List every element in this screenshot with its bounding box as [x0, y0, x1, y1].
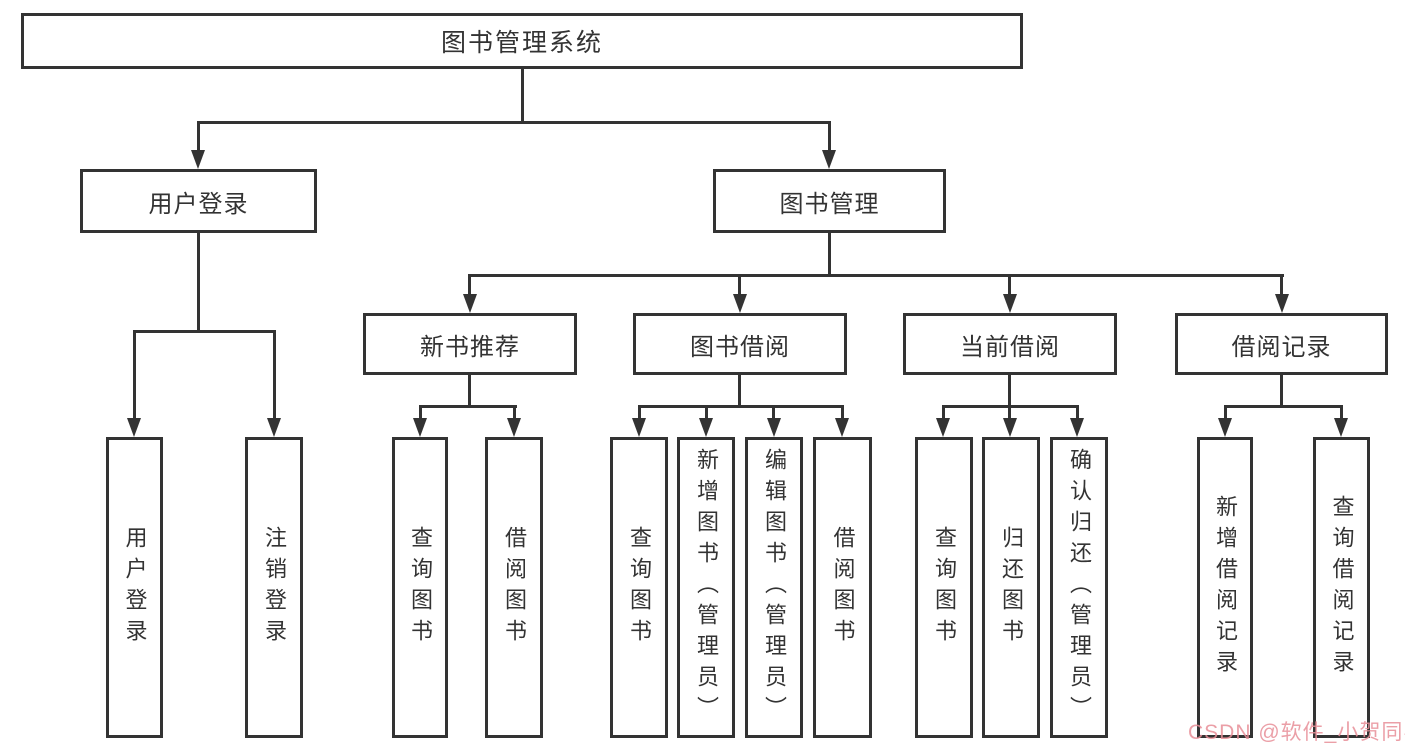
connector-stub: [513, 405, 516, 420]
leaf-label: 查询借阅记录: [1329, 494, 1355, 681]
arrow-down-icon: [413, 418, 427, 437]
arrow-down-icon: [1218, 418, 1232, 437]
connector-stub: [772, 405, 775, 420]
arrow-down-icon: [463, 294, 477, 313]
leaf-label: 新增图书（管理员）: [694, 448, 719, 727]
node-label: 借阅记录: [1231, 333, 1332, 361]
connector-root-stem: [521, 68, 524, 124]
node-label: 用户登录: [148, 190, 249, 218]
leaf-query-books-1: 查询图书: [392, 437, 448, 738]
arrow-down-icon: [733, 294, 747, 313]
leaf-borrow-books-1: 借阅图书: [485, 437, 543, 738]
connector-stub: [133, 330, 136, 420]
node-label: 新书推荐: [420, 333, 520, 361]
leaf-label: 编辑图书（管理员）: [762, 448, 787, 727]
connector-stub: [1076, 405, 1079, 420]
connector-stub: [1008, 274, 1011, 298]
leaf-return-books: 归还图书: [982, 437, 1040, 738]
connector-bookmgmt-stem: [828, 233, 831, 277]
leaf-query-books-2: 查询图书: [610, 437, 668, 738]
node-label: 图书管理: [779, 190, 880, 218]
connector-stub: [1340, 405, 1343, 420]
arrow-down-icon: [1070, 418, 1084, 437]
connector-split: [638, 405, 844, 408]
leaf-label: 确认归还（管理员）: [1067, 448, 1092, 727]
node-book-borrowing: 图书借阅: [633, 313, 847, 375]
arrow-down-icon: [699, 418, 713, 437]
node-book-management: 图书管理: [713, 169, 946, 233]
leaf-label: 查询图书: [408, 525, 433, 650]
node-label: 当前借阅: [960, 333, 1060, 361]
connector-stem: [1008, 375, 1011, 408]
connector-level2-split: [468, 274, 1284, 277]
connector-stub: [468, 274, 471, 298]
connector-stub: [1224, 405, 1227, 420]
leaf-query-borrow-record: 查询借阅记录: [1313, 437, 1370, 738]
leaf-label: 新增借阅记录: [1213, 494, 1238, 681]
arrow-down-icon: [127, 418, 141, 437]
arrow-down-icon: [191, 150, 205, 169]
leaf-user-login: 用户登录: [106, 437, 163, 738]
arrow-down-icon: [1334, 418, 1348, 437]
node-borrowing-records: 借阅记录: [1175, 313, 1388, 375]
arrow-down-icon: [1003, 294, 1017, 313]
connector-stub: [1280, 274, 1283, 298]
node-user-login: 用户登录: [80, 169, 317, 233]
connector-stub: [419, 405, 422, 420]
connector-stub: [841, 405, 844, 420]
arrow-down-icon: [835, 418, 849, 437]
connector-stem: [1280, 375, 1283, 408]
leaf-edit-books-admin: 编辑图书（管理员）: [745, 437, 803, 738]
leaf-label: 查询图书: [932, 525, 957, 650]
leaf-confirm-return-admin: 确认归还（管理员）: [1050, 437, 1108, 738]
connector-level1-split: [197, 121, 831, 124]
connector-stub: [738, 274, 741, 298]
arrow-down-icon: [822, 150, 836, 169]
leaf-label: 注销登录: [262, 525, 287, 650]
leaf-label: 归还图书: [999, 525, 1024, 650]
arrow-down-icon: [1003, 418, 1017, 437]
leaf-borrow-books-2: 借阅图书: [813, 437, 872, 738]
connector-split: [419, 405, 517, 408]
connector-stub: [1008, 405, 1011, 420]
leaf-label: 借阅图书: [502, 525, 527, 650]
csdn-watermark: CSDN @软件_小贺同学: [1188, 721, 1405, 744]
node-current-borrowing: 当前借阅: [903, 313, 1117, 375]
connector-stub: [197, 121, 200, 153]
arrow-down-icon: [507, 418, 521, 437]
node-root-label: 图书管理系统: [440, 29, 603, 57]
node-root: 图书管理系统: [21, 13, 1023, 69]
leaf-query-books-3: 查询图书: [915, 437, 973, 738]
leaf-label: 用户登录: [122, 525, 148, 650]
connector-stem: [468, 375, 471, 408]
node-new-book-recommend: 新书推荐: [363, 313, 577, 375]
arrow-down-icon: [267, 418, 281, 437]
arrow-down-icon: [632, 418, 646, 437]
leaf-logout: 注销登录: [245, 437, 303, 738]
connector-stem: [738, 375, 741, 408]
connector-userlogin-split: [133, 330, 276, 333]
arrow-down-icon: [936, 418, 950, 437]
leaf-add-books-admin: 新增图书（管理员）: [677, 437, 735, 738]
leaf-label: 借阅图书: [830, 525, 856, 650]
node-label: 图书借阅: [690, 333, 790, 361]
arrow-down-icon: [1275, 294, 1289, 313]
connector-stub: [942, 405, 945, 420]
connector-userlogin-stem: [197, 233, 200, 333]
connector-stub: [828, 121, 831, 153]
connector-stub: [638, 405, 641, 420]
connector-stub: [273, 330, 276, 420]
arrow-down-icon: [767, 418, 781, 437]
connector-split: [1224, 405, 1343, 408]
leaf-add-borrow-record: 新增借阅记录: [1197, 437, 1253, 738]
leaf-label: 查询图书: [627, 525, 652, 650]
connector-stub: [705, 405, 708, 420]
